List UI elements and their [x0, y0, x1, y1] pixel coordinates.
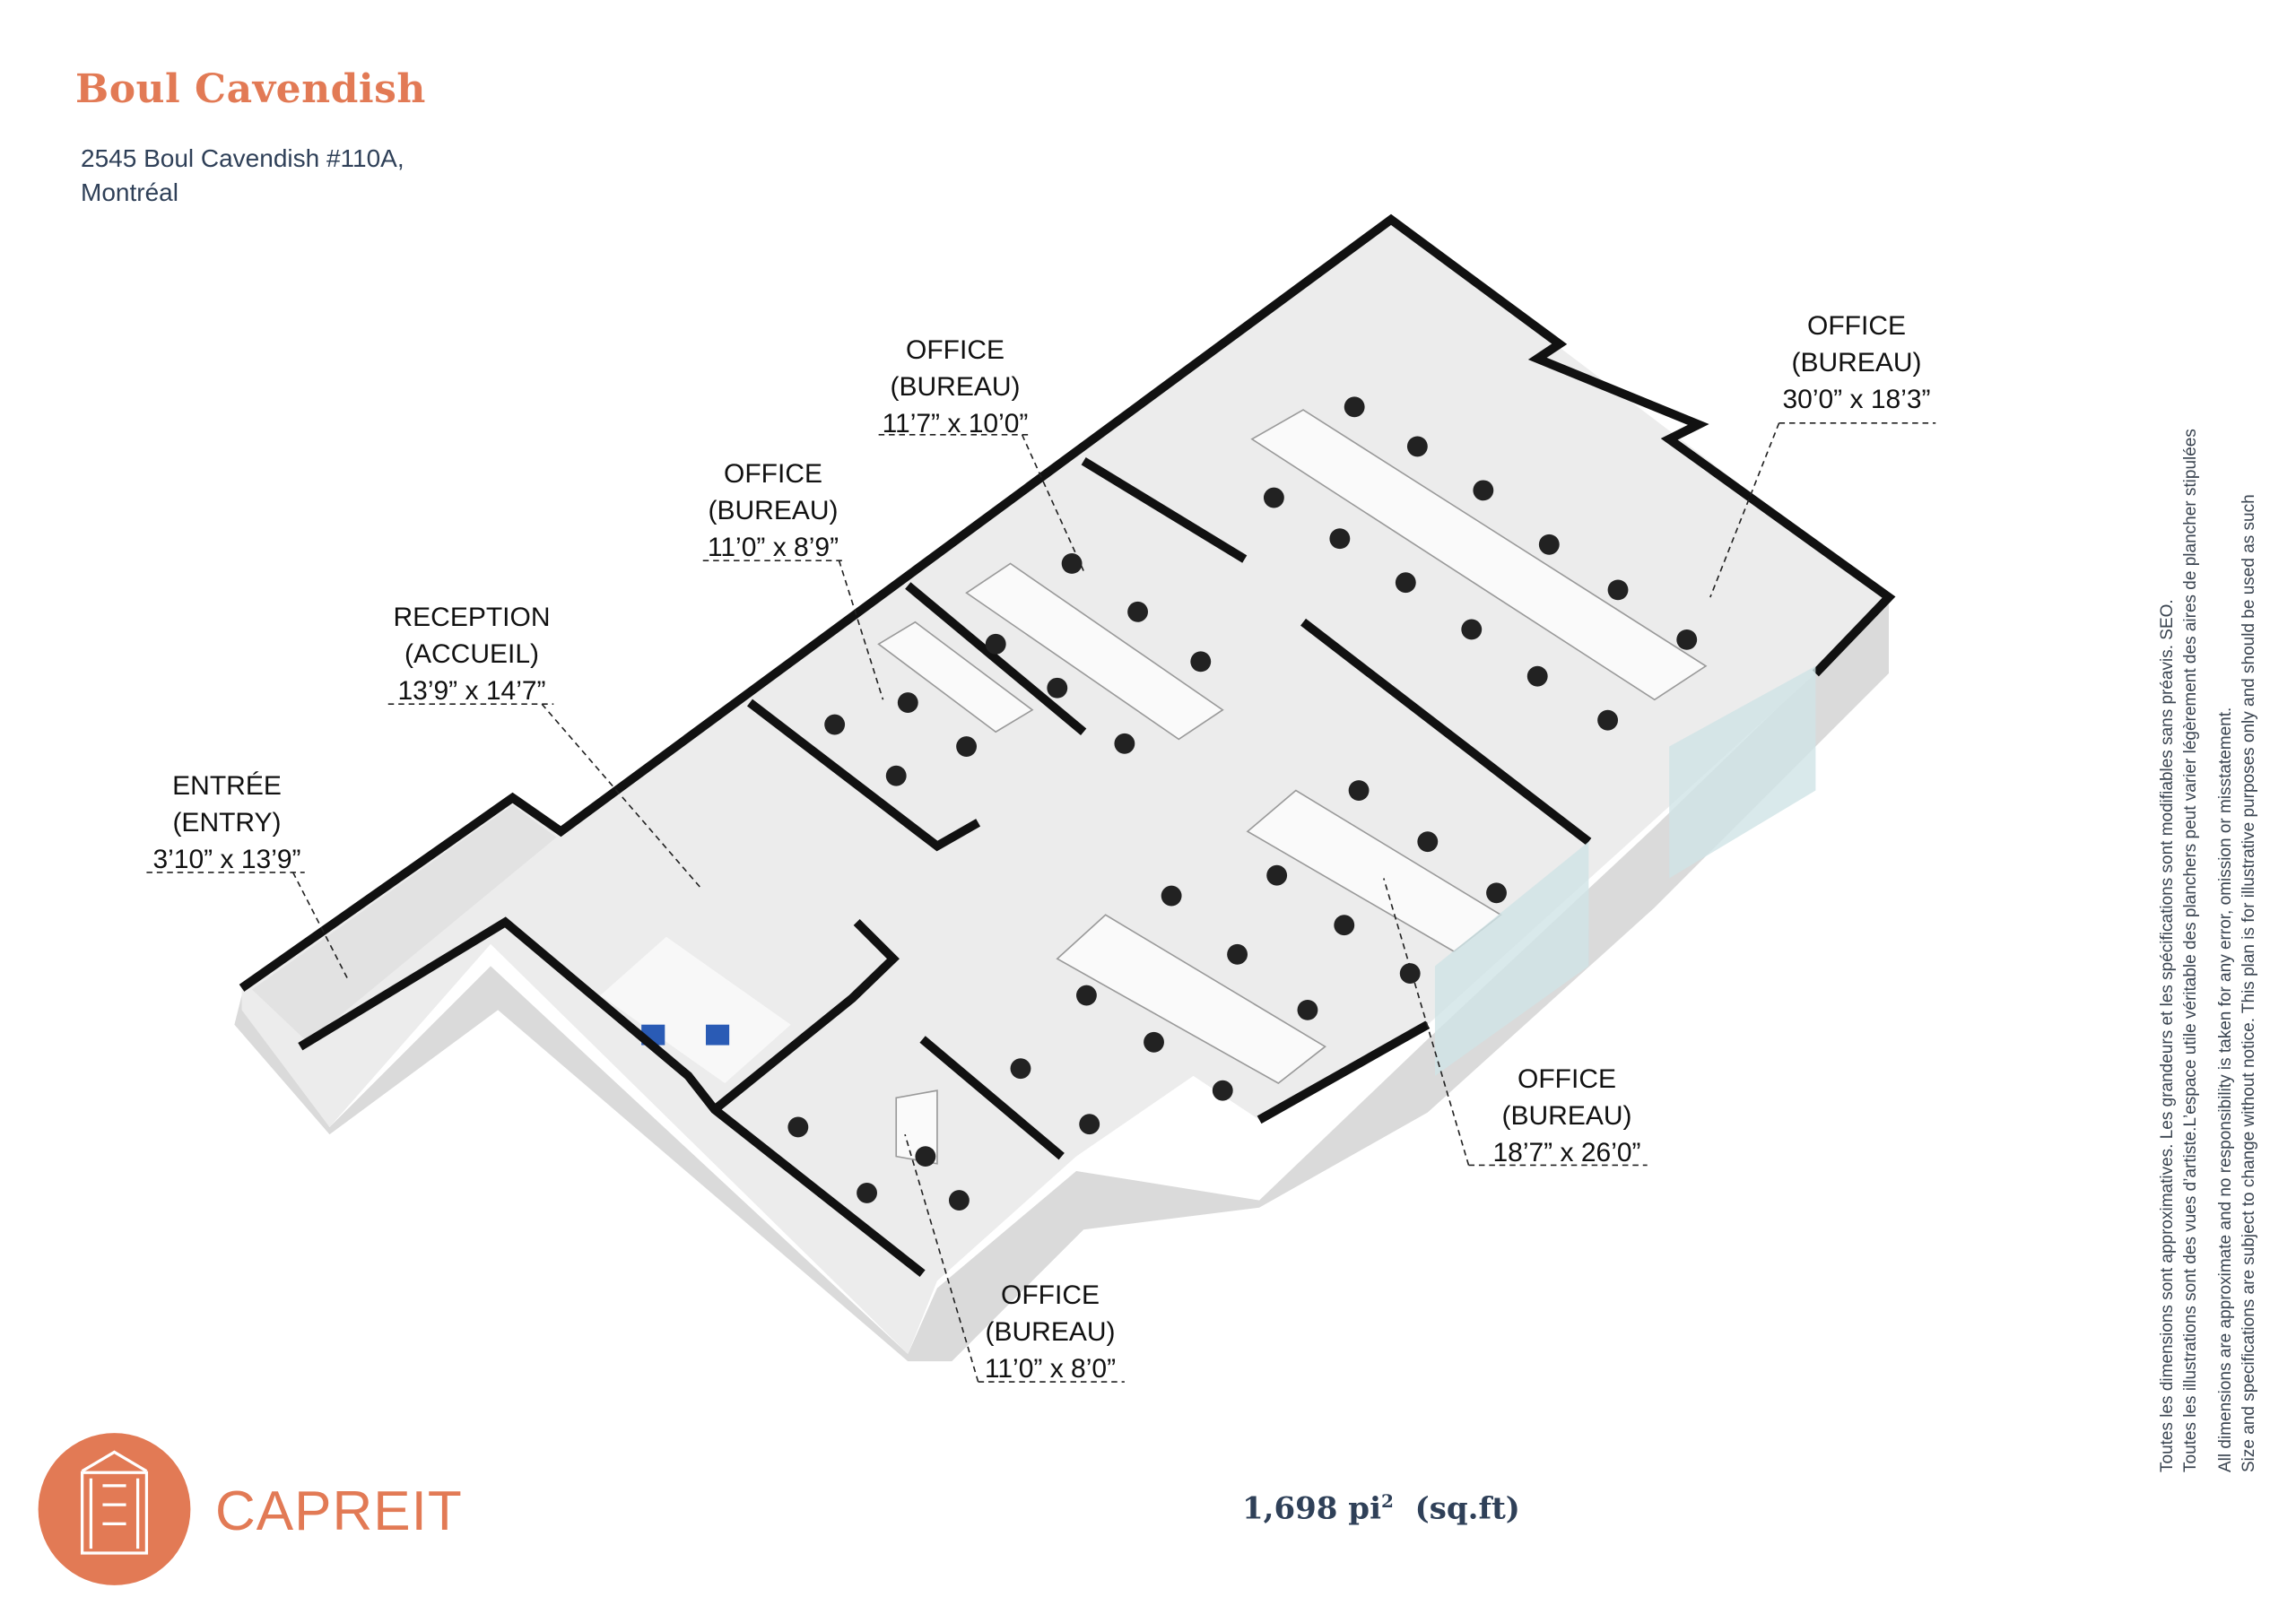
property-address: 2545 Boul Cavendish #110A, Montréal	[81, 142, 404, 210]
total-area: 1,698 pi2 (sq.ft)	[1242, 1490, 1520, 1526]
room-size: 11’0” x 8’9”	[707, 533, 839, 562]
room-name-fr: (ACCUEIL)	[404, 639, 539, 669]
desk-cluster	[1250, 409, 1708, 701]
room-name: OFFICE	[1518, 1064, 1616, 1094]
room-name: OFFICE	[1807, 311, 1906, 341]
room-label-entry: ENTRÉE (ENTRY) 3’10” x 13’9”	[65, 768, 388, 878]
area-unit: (sq.ft)	[1414, 1490, 1520, 1527]
reception-chair	[706, 1024, 730, 1046]
room-name-fr: (BUREAU)	[708, 496, 839, 525]
floor	[241, 219, 1890, 1354]
room-name-fr: (BUREAU)	[1501, 1101, 1632, 1131]
room-name: OFFICE	[724, 459, 822, 489]
disclaimer-line: All dimensions are approximate and no re…	[2216, 707, 2235, 1472]
room-name-fr: (BUREAU)	[890, 372, 1021, 402]
chairs	[787, 396, 1698, 1211]
room-name: OFFICE	[906, 335, 1004, 365]
desks	[877, 409, 1708, 1165]
room-label-reception: RECEPTION (ACCUEIL) 13’9” x 14’7”	[310, 599, 633, 709]
leader-lines	[146, 421, 1936, 1383]
room-name-fr: (BUREAU)	[985, 1317, 1116, 1347]
room-name: RECEPTION	[393, 603, 551, 632]
walls	[239, 213, 1896, 1278]
room-size: 18’7” x 26’0”	[1492, 1138, 1641, 1167]
room-size: 13’9” x 14’7”	[397, 676, 546, 706]
property-title: Boul Cavendish	[75, 66, 426, 112]
room-label-office-30x18: OFFICE (BUREAU) 30’0” x 18’3”	[1695, 308, 2018, 418]
entry-floor	[251, 804, 557, 1043]
room-size: 30’0” x 18’3”	[1782, 385, 1931, 414]
room-label-office-11x10: OFFICE (BUREAU) 11’7” x 10’0”	[794, 332, 1117, 442]
address-line-2: Montréal	[81, 178, 178, 206]
desk-cluster	[895, 1089, 938, 1165]
desk-cluster	[965, 562, 1224, 741]
room-name: OFFICE	[1001, 1280, 1100, 1310]
glass-partitions	[1434, 665, 1816, 1076]
area-superscript: 2	[1381, 1490, 1394, 1512]
disclaimer-line: Toutes les dimensions sont approximative…	[2158, 599, 2177, 1472]
room-name: ENTRÉE	[172, 771, 282, 801]
reception-desk	[600, 936, 791, 1083]
address-line-1: 2545 Boul Cavendish #110A,	[81, 144, 404, 172]
room-name-fr: (ENTRY)	[172, 808, 282, 838]
brand-name: CAPREIT	[215, 1480, 463, 1542]
room-label-office-11x8: OFFICE (BUREAU) 11’0” x 8’0”	[889, 1277, 1212, 1387]
room-size: 11’7” x 10’0”	[882, 409, 1029, 438]
capreit-logo-icon	[38, 1433, 191, 1585]
room-size: 11’0” x 8’0”	[984, 1354, 1117, 1384]
area-value: 1,698 pi	[1242, 1490, 1381, 1527]
room-name-fr: (BUREAU)	[1791, 348, 1922, 378]
room-label-office-11x8-9: OFFICE (BUREAU) 11’0” x 8’9”	[612, 456, 935, 566]
room-size: 3’10” x 13’9”	[152, 845, 301, 874]
disclaimer-line: Toutes les illustrations sont des vues d…	[2181, 429, 2200, 1472]
disclaimer-line: Size and specifications are subject to c…	[2239, 494, 2258, 1472]
room-label-office-18x26: OFFICE (BUREAU) 18’7” x 26’0”	[1405, 1061, 1728, 1171]
desk-cluster	[877, 621, 1034, 733]
desk-cluster	[1056, 914, 1326, 1084]
